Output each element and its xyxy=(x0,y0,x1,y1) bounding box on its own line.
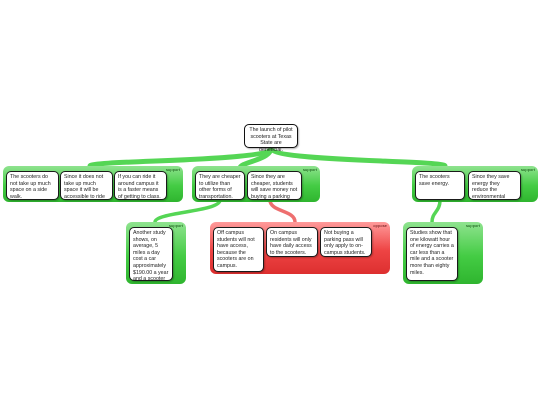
link-reason-2-to-evidence xyxy=(153,198,222,224)
claim-card[interactable]: On campus residents will only have daily… xyxy=(266,227,318,257)
claim-card[interactable]: The scooters do not take up much space o… xyxy=(6,171,59,200)
claim-card[interactable]: They are cheaper to utilize than other f… xyxy=(195,171,245,200)
claim-card[interactable]: Since it does not take up much space it … xyxy=(60,171,113,200)
objection-box[interactable]: oppose Off campus students will not have… xyxy=(210,222,390,274)
oppose-label: oppose xyxy=(373,223,387,228)
claim-card[interactable]: Studies show that one kilowatt hour of e… xyxy=(406,227,458,281)
claim-card[interactable]: If you can ride it around campus it is a… xyxy=(114,171,167,200)
link-reason-3-to-evidence xyxy=(430,198,442,224)
reason-2-box[interactable]: support They are cheaper to utilize than… xyxy=(192,166,320,202)
claim-card[interactable]: The scooters save energy. xyxy=(415,171,465,200)
reason-1-box[interactable]: support The scooters do not take up much… xyxy=(3,166,183,202)
support-label: support xyxy=(168,223,183,228)
claim-text: The scooters do not take up much space o… xyxy=(10,174,51,200)
claim-card[interactable]: Another study shows, on average, 5 miles… xyxy=(129,227,173,281)
claim-card[interactable]: Since they are cheaper, students will sa… xyxy=(247,171,302,200)
evidence-box[interactable]: support Studies show that one kilowatt h… xyxy=(403,222,483,284)
support-label: support xyxy=(520,167,535,172)
claim-text: The scooters save energy. xyxy=(419,174,450,187)
claim-text: Since they save energy they reduce the e… xyxy=(472,174,510,200)
claim-text: Off campus students will not have access… xyxy=(217,230,255,269)
support-label: support xyxy=(465,223,480,228)
reason-3-box[interactable]: support The scooters save energy. Since … xyxy=(412,166,538,202)
root-claim-text: The launch of pilot scooters at Texas St… xyxy=(249,127,293,153)
claim-text: They are cheaper to utilize than other f… xyxy=(199,174,241,200)
claim-card[interactable]: Off campus students will not have access… xyxy=(213,227,264,272)
support-label: support xyxy=(165,167,180,172)
support-label: support xyxy=(302,167,317,172)
claim-card[interactable]: Since they save energy they reduce the e… xyxy=(468,171,521,200)
link-reason-2-to-objection xyxy=(268,198,297,224)
claim-text: Not buying a parking pass will only appl… xyxy=(324,230,366,256)
root-claim[interactable]: The launch of pilot scooters at Texas St… xyxy=(244,124,298,153)
claim-text: Since they are cheaper, students will sa… xyxy=(251,174,298,200)
claim-text: Another study shows, on average, 5 miles… xyxy=(133,230,169,281)
link-root-to-reason-1 xyxy=(87,145,274,169)
link-root-to-reason-3 xyxy=(268,145,448,169)
claim-text: If you can ride it around campus it is a… xyxy=(118,174,161,200)
claim-text: Since it does not take up much space it … xyxy=(64,174,105,200)
claim-card[interactable]: Not buying a parking pass will only appl… xyxy=(320,227,372,257)
claim-text: On campus residents will only have daily… xyxy=(270,230,312,256)
claim-text: Studies show that one kilowatt hour of e… xyxy=(410,230,454,276)
evidence-box[interactable]: support Another study shows, on average,… xyxy=(126,222,186,284)
